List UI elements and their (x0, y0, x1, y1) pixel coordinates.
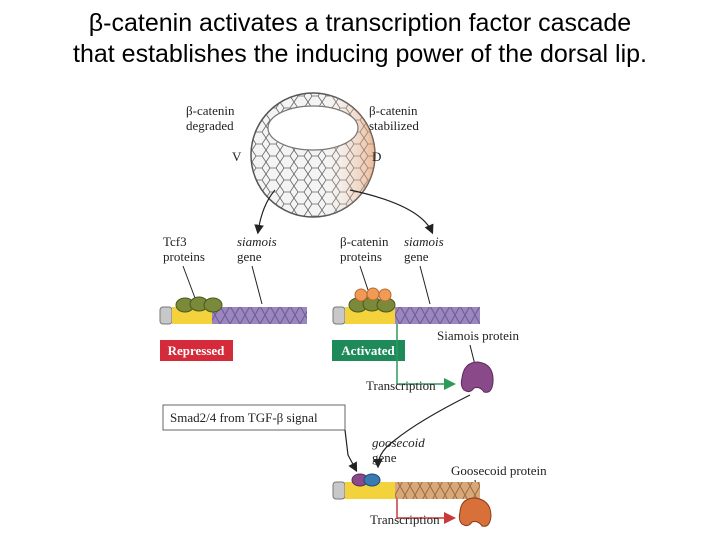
beta-catenin-2 (366, 287, 380, 301)
embryo-right-label-2: stabilized (369, 118, 419, 133)
embryo-left-label-1: β-catenin (186, 103, 235, 118)
siamois-protein-label: Siamois protein (437, 328, 519, 343)
dorsal-label: D (372, 149, 381, 164)
right-protein-pointer (359, 265, 369, 291)
left-protein-label-1: Tcf3 (163, 234, 187, 249)
right-protein-label-2: proteins (340, 249, 382, 264)
blastocoel (267, 105, 359, 151)
arrow-to-left-panel (254, 189, 276, 235)
left-protein-label-2: proteins (163, 249, 205, 264)
bound-smad (363, 473, 381, 487)
tcf3-protein-3 (203, 297, 223, 313)
goosecoid-transcription-label: Transcription (370, 512, 440, 527)
arrow-to-right-panel (349, 189, 434, 235)
repressed-badge (160, 340, 233, 361)
slide-title: β-catenin activates a transcription fact… (0, 8, 720, 70)
goosecoid-protein-label: Goosecoid protein (451, 463, 547, 478)
left-gene-pointer (251, 265, 263, 305)
left-dna (159, 296, 307, 325)
siamois-to-goosecoid-arrow (373, 394, 471, 469)
left-gene-label-2: gene (237, 249, 262, 264)
siamois-protein-pointer (469, 344, 476, 366)
ventral-label: V (232, 149, 242, 164)
smad-label: Smad2/4 from TGF-β signal (170, 410, 318, 425)
siamois-transcription-label: Transcription (366, 378, 436, 393)
title-line-2: that establishes the inducing power of t… (73, 40, 647, 68)
goosecoid-gene-label-1: goosecoid (372, 435, 425, 450)
left-gene-label-1: siamois (237, 234, 277, 249)
goosecoid-promoter (345, 482, 395, 499)
goosecoid-dna (332, 473, 480, 500)
embryo-left-label-2: degraded (186, 118, 234, 133)
left-protein-pointer (182, 265, 196, 299)
embryo-illustration (250, 92, 376, 218)
goosecoid-gene-label-2: gene (372, 450, 397, 465)
siamois-transcription-arrow (396, 324, 456, 390)
repressed-label: Repressed (168, 343, 226, 358)
smad-box (162, 404, 346, 431)
embryo-right-label-1: β-catenin (369, 103, 418, 118)
title-line-1: β-catenin activates a transcription fact… (88, 9, 632, 37)
goosecoid-gene-body (395, 482, 480, 499)
smad-arrow (344, 429, 358, 473)
right-dna (332, 287, 480, 325)
left-siamois-gene (212, 307, 307, 324)
right-gene-label-2: gene (404, 249, 429, 264)
activated-label: Activated (341, 343, 395, 358)
siamois-protein (460, 361, 494, 393)
right-gene-pointer (419, 265, 431, 305)
beta-catenin-1 (354, 288, 368, 302)
right-protein-label-1: β-catenin (340, 234, 389, 249)
goosecoid-transcription-arrow (396, 499, 456, 524)
activated-badge (332, 340, 405, 361)
right-gene-label-1: siamois (404, 234, 444, 249)
goosecoid-protein (458, 497, 492, 527)
beta-catenin-3 (378, 288, 392, 302)
right-siamois-gene (395, 307, 480, 324)
